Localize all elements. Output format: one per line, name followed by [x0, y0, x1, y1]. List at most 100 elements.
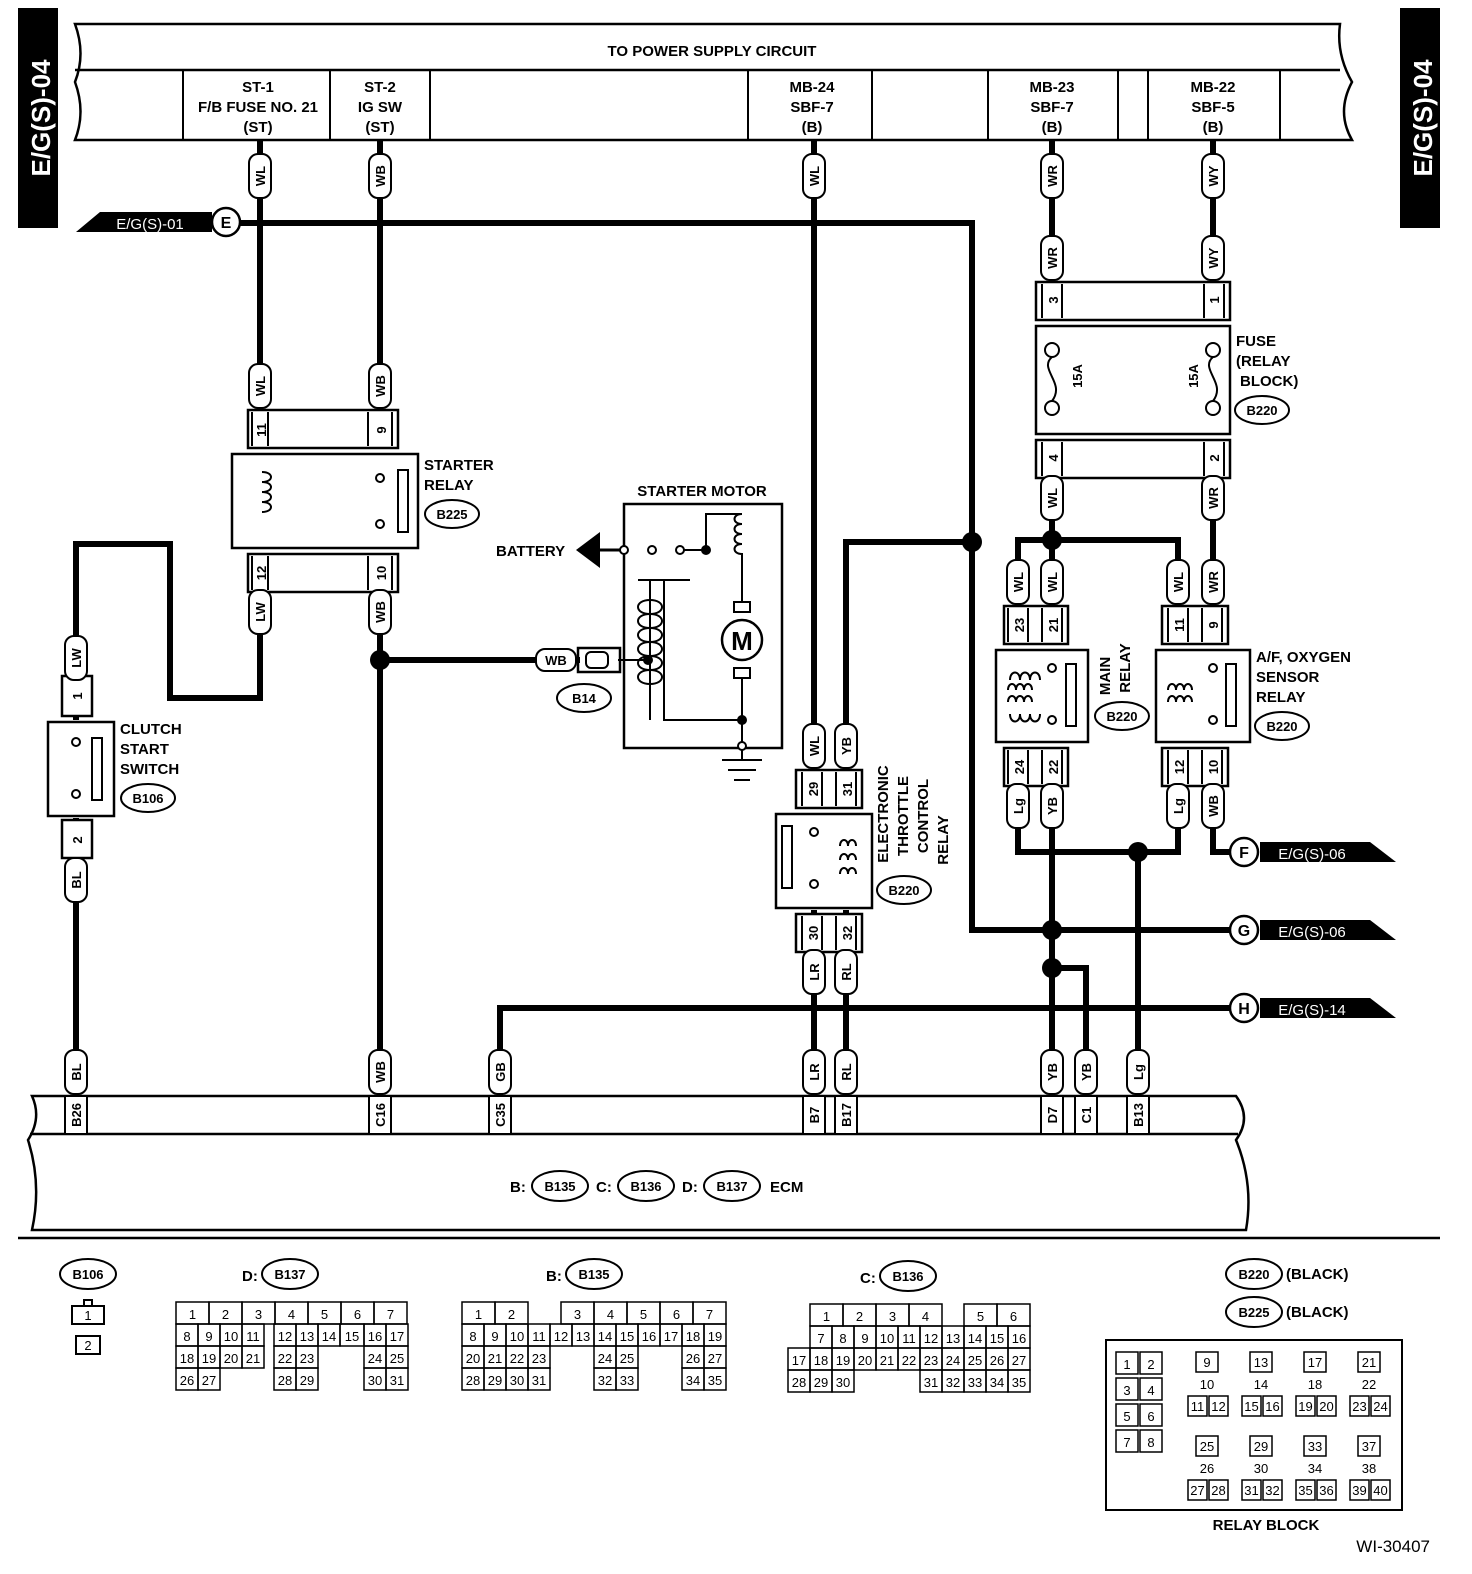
- svg-text:RL: RL: [839, 1063, 854, 1080]
- ecm-pin: B17: [834, 1095, 858, 1135]
- svg-text:(B): (B): [802, 119, 823, 136]
- svg-text:STARTER MOTOR: STARTER MOTOR: [637, 483, 767, 500]
- svg-text:9: 9: [861, 1331, 868, 1346]
- svg-text:8: 8: [183, 1329, 190, 1344]
- wire-code-pill: WL: [1040, 475, 1064, 521]
- wire-code-pill: WR: [1201, 559, 1225, 605]
- svg-text:24: 24: [368, 1351, 382, 1366]
- svg-text:RELAY: RELAY: [424, 477, 473, 494]
- svg-text:WR: WR: [1045, 247, 1060, 269]
- svg-text:WL: WL: [807, 736, 822, 756]
- svg-text:1: 1: [823, 1309, 830, 1324]
- wire-code-pill: WL: [248, 363, 272, 409]
- svg-text:20: 20: [224, 1351, 238, 1366]
- svg-text:C16: C16: [373, 1103, 388, 1127]
- wire-code-pill: GB: [488, 1049, 512, 1095]
- wire-code-pill: LW: [64, 635, 88, 681]
- svg-text:37: 37: [1362, 1439, 1376, 1454]
- svg-text:B220: B220: [1238, 1267, 1269, 1282]
- svg-text:5: 5: [640, 1307, 647, 1322]
- svg-text:19: 19: [836, 1353, 850, 1368]
- svg-text:B26: B26: [69, 1103, 84, 1127]
- svg-text:C:: C:: [860, 1270, 876, 1287]
- svg-text:23: 23: [1352, 1399, 1366, 1414]
- svg-text:F/B FUSE NO. 21: F/B FUSE NO. 21: [198, 99, 318, 116]
- svg-text:6: 6: [1010, 1309, 1017, 1324]
- svg-text:28: 28: [792, 1375, 806, 1390]
- svg-text:33: 33: [1308, 1439, 1322, 1454]
- svg-text:12: 12: [1211, 1399, 1225, 1414]
- svg-text:3: 3: [1123, 1383, 1130, 1398]
- svg-text:5: 5: [321, 1307, 328, 1322]
- wire-code-pill: WB: [1201, 783, 1225, 829]
- connection-f: F E/G(S)-06: [1228, 836, 1396, 868]
- svg-text:20: 20: [1319, 1399, 1333, 1414]
- svg-text:15: 15: [990, 1331, 1004, 1346]
- svg-text:B136: B136: [630, 1179, 661, 1194]
- svg-text:YB: YB: [1079, 1063, 1094, 1081]
- svg-text:WL: WL: [1045, 572, 1060, 592]
- svg-text:2: 2: [70, 836, 85, 843]
- svg-text:C:: C:: [596, 1179, 612, 1196]
- svg-text:B14: B14: [572, 691, 597, 706]
- svg-text:WB: WB: [373, 165, 388, 187]
- svg-text:3: 3: [889, 1309, 896, 1324]
- wire-code-pill: WB: [368, 1049, 392, 1095]
- svg-text:YB: YB: [1045, 797, 1060, 815]
- svg-text:31: 31: [532, 1373, 546, 1388]
- svg-text:RELAY: RELAY: [1256, 689, 1305, 706]
- svg-text:28: 28: [466, 1373, 480, 1388]
- svg-text:THROTTLE: THROTTLE: [895, 776, 912, 856]
- svg-text:B220: B220: [1106, 709, 1137, 724]
- svg-text:32: 32: [598, 1373, 612, 1388]
- svg-text:21: 21: [488, 1351, 502, 1366]
- svg-text:CLUTCH: CLUTCH: [120, 721, 182, 738]
- svg-text:IG SW: IG SW: [358, 99, 403, 116]
- svg-text:2: 2: [84, 1338, 91, 1353]
- connection-e: E/G(S)-01 E: [76, 206, 242, 238]
- svg-text:BATTERY: BATTERY: [496, 543, 565, 560]
- svg-text:WL: WL: [1171, 572, 1186, 592]
- svg-text:10: 10: [1206, 760, 1221, 774]
- svg-text:WY: WY: [1206, 165, 1221, 186]
- svg-text:31: 31: [924, 1375, 938, 1390]
- svg-text:34: 34: [990, 1375, 1004, 1390]
- svg-text:22: 22: [510, 1351, 524, 1366]
- svg-text:12: 12: [554, 1329, 568, 1344]
- svg-text:19: 19: [202, 1351, 216, 1366]
- connection-h: H E/G(S)-14: [1228, 992, 1396, 1024]
- svg-text:12: 12: [254, 566, 269, 580]
- svg-text:CONTROL: CONTROL: [915, 779, 932, 853]
- svg-text:C1: C1: [1079, 1107, 1094, 1124]
- svg-text:(BLACK): (BLACK): [1286, 1304, 1348, 1321]
- svg-text:(ST): (ST): [365, 119, 394, 136]
- svg-text:12: 12: [278, 1329, 292, 1344]
- svg-text:WL: WL: [1045, 488, 1060, 508]
- svg-text:16: 16: [368, 1329, 382, 1344]
- svg-text:10: 10: [880, 1331, 894, 1346]
- wire-code-pill: WB: [368, 363, 392, 409]
- svg-text:14: 14: [598, 1329, 612, 1344]
- svg-text:26: 26: [990, 1353, 1004, 1368]
- svg-text:30: 30: [836, 1375, 850, 1390]
- wire-code-pill: WL: [1040, 559, 1064, 605]
- svg-text:4: 4: [1046, 454, 1061, 462]
- svg-text:8: 8: [1147, 1435, 1154, 1450]
- wire-code-pill: WL: [1006, 559, 1030, 605]
- svg-text:17: 17: [1308, 1355, 1322, 1370]
- svg-text:WL: WL: [253, 166, 268, 186]
- starter-relay: 11 9 12 10 STARTER RELAY B225: [230, 408, 494, 594]
- svg-text:MB-23: MB-23: [1029, 79, 1074, 96]
- af-oxygen-sensor-relay: 11 9 12 10 A/F, OXYGEN SENSOR RELAY B220: [1154, 604, 1351, 788]
- supply-mb24: MB-24 SBF-7 (B): [789, 79, 835, 136]
- svg-text:4: 4: [922, 1309, 929, 1324]
- svg-text:SBF-7: SBF-7: [790, 99, 833, 116]
- svg-text:29: 29: [300, 1373, 314, 1388]
- svg-text:B135: B135: [578, 1267, 609, 1282]
- svg-text:23: 23: [300, 1351, 314, 1366]
- svg-text:24: 24: [1373, 1399, 1387, 1414]
- svg-text:Lg: Lg: [1171, 798, 1186, 814]
- supply-st1: ST-1 F/B FUSE NO. 21 (ST): [198, 79, 318, 136]
